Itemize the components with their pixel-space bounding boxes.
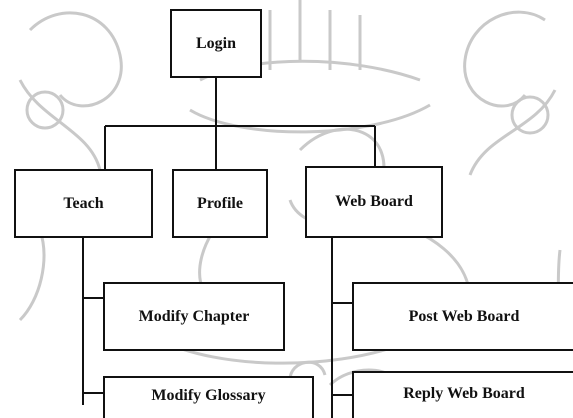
- modify-chapter-node: Modify Chapter: [103, 282, 285, 351]
- connector-teach-children: [82, 238, 103, 405]
- post-web-board-node: Post Web Board: [352, 282, 573, 351]
- reply-web-board-node: Reply Web Board: [352, 371, 573, 418]
- modify-chapter-label: Modify Chapter: [138, 307, 250, 325]
- reply-web-board-label: Reply Web Board: [403, 385, 525, 402]
- teach-label: Teach: [63, 194, 104, 212]
- connector-login-children: [104, 78, 376, 169]
- teach-node: Teach: [14, 169, 153, 238]
- login-label: Login: [195, 34, 236, 52]
- login-node: Login: [170, 9, 262, 78]
- web-board-label: Web Board: [335, 193, 413, 210]
- modify-glossary-label: Modify Glossary: [151, 387, 266, 404]
- web-board-node: Web Board: [305, 166, 443, 238]
- post-web-board-label: Post Web Board: [408, 307, 520, 325]
- profile-label: Profile: [197, 194, 243, 212]
- profile-node: Profile: [172, 169, 268, 238]
- connector-webboard-children: [331, 238, 352, 418]
- modify-glossary-node: Modify Glossary: [103, 376, 314, 418]
